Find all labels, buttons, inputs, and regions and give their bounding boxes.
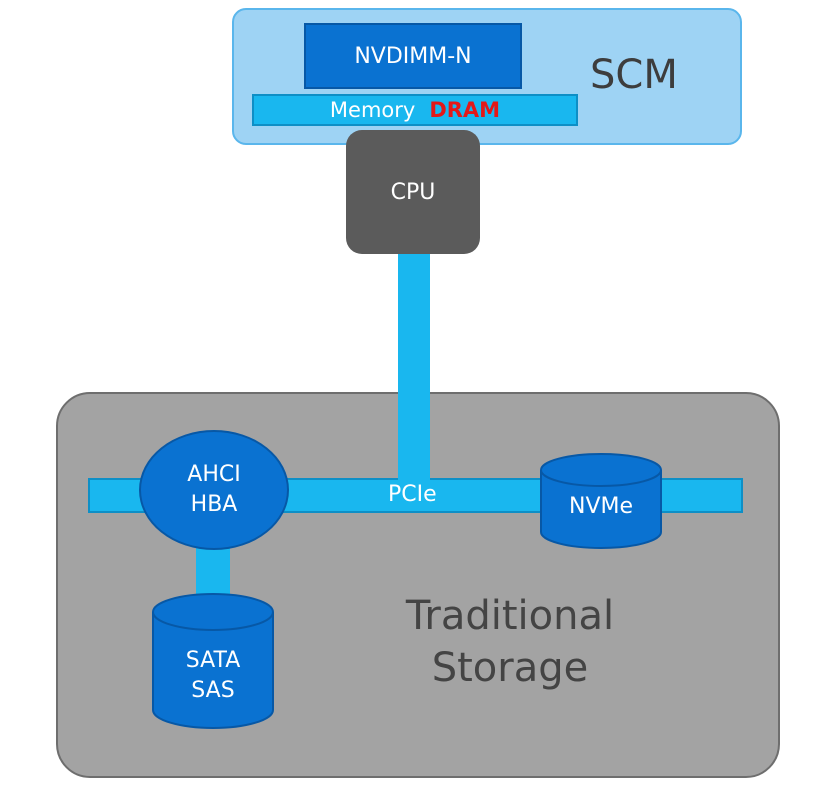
ahci-hba-controller: AHCI HBA bbox=[139, 430, 289, 550]
memory-label: Memory bbox=[329, 98, 416, 122]
sas-label: SAS bbox=[191, 678, 235, 703]
pcie-label: PCIe bbox=[388, 482, 437, 507]
nvdimm-n-label: NVDIMM-N bbox=[354, 43, 472, 69]
ahci-to-disk-link bbox=[196, 540, 230, 600]
traditional-storage-title: Traditional Storage bbox=[370, 590, 650, 694]
traditional-storage-line2: Storage bbox=[431, 645, 589, 691]
nvdimm-n-module: NVDIMM-N bbox=[304, 23, 522, 89]
ahci-hba-label-line1: AHCI bbox=[187, 462, 241, 487]
sata-sas-label: SATA SAS bbox=[150, 646, 276, 706]
nvme-drive-icon bbox=[540, 453, 662, 549]
sata-sas-disk-icon bbox=[152, 593, 274, 729]
cpu-label: CPU bbox=[390, 179, 436, 205]
cpu-block: CPU bbox=[346, 130, 480, 254]
sata-label: SATA bbox=[185, 648, 241, 673]
traditional-storage-line1: Traditional bbox=[405, 593, 615, 639]
ahci-hba-label-line2: HBA bbox=[190, 492, 238, 517]
scm-title: SCM bbox=[590, 52, 678, 98]
dram-label: DRAM bbox=[429, 98, 501, 122]
nvme-label: NVMe bbox=[568, 494, 634, 519]
memory-bus: Memory DRAM bbox=[252, 94, 578, 126]
cpu-pcie-link-join bbox=[398, 392, 430, 482]
